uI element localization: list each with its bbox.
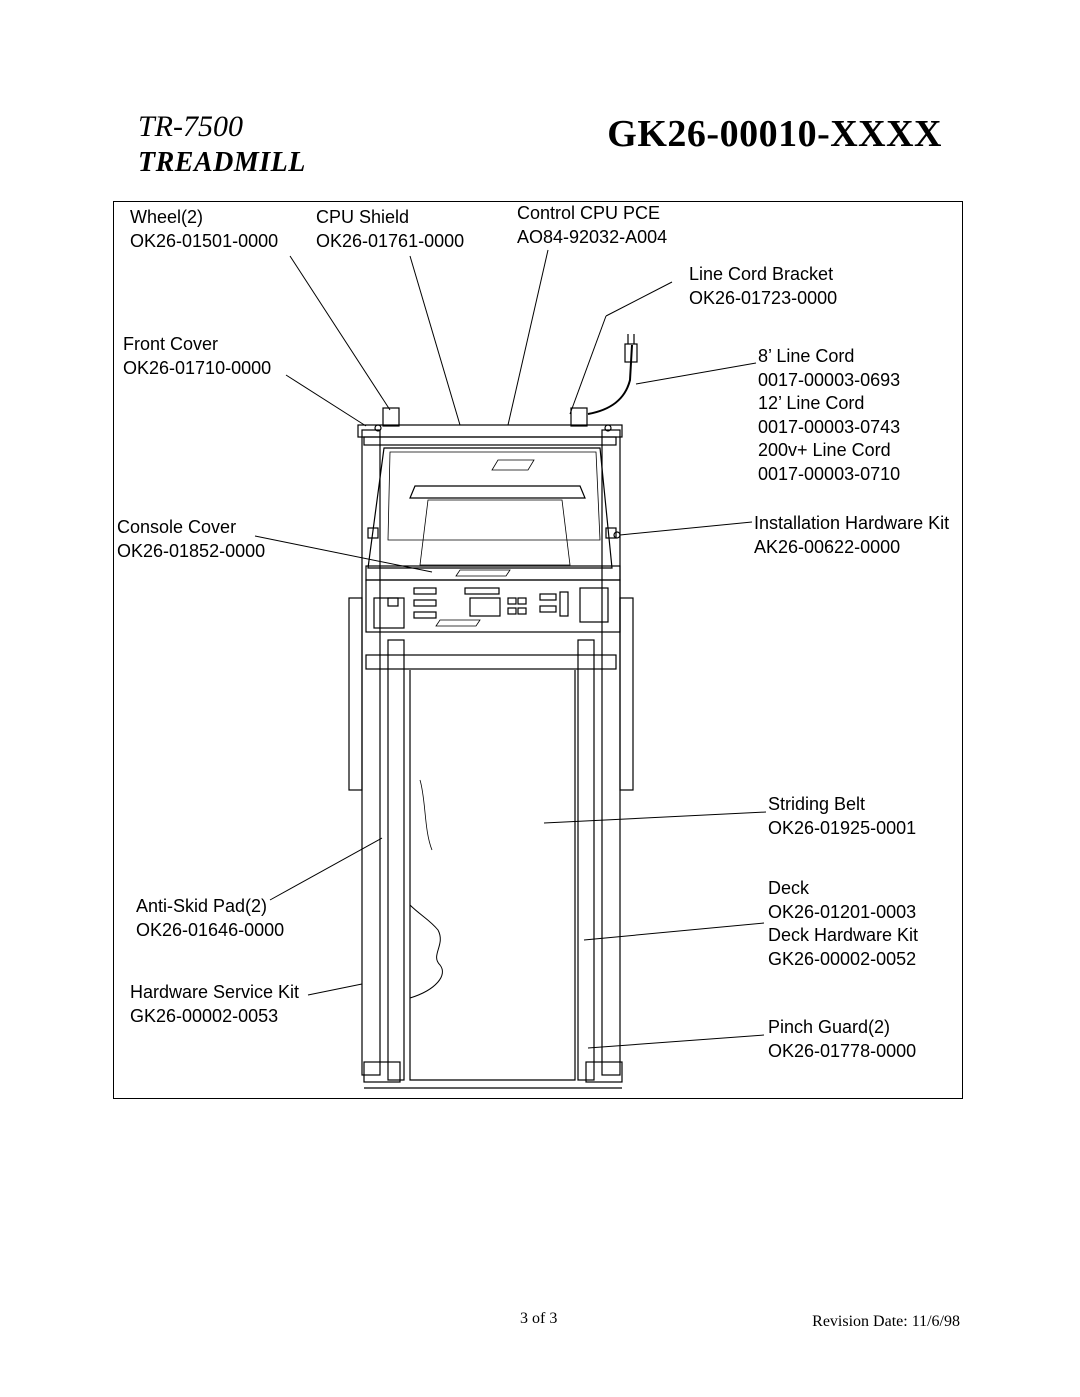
striding-belt-label: Striding Belt OK26-01925-0001 [768,794,917,838]
leader-lines [254,249,767,1049]
side-frames [348,429,634,1081]
console [365,565,621,633]
page-number: 3 of 3 [520,1310,558,1327]
motor-hood [357,407,623,569]
control-cpu-label: Control CPU PCE AO84-92032-A004 [517,203,668,247]
line-cord [587,334,638,415]
hardware-service-label: Hardware Service Kit GK26-00002-0053 [130,982,300,1026]
product-title: TREADMILL [138,147,306,178]
installation-kit-label: Installation Hardware Kit AK26-00622-000… [754,513,950,557]
anti-skid-label: Anti-Skid Pad(2) OK26-01646-0000 [136,896,285,940]
deck-label: Deck OK26-01201-0003 Deck Hardware Kit G… [768,878,919,969]
diagram-frame [113,201,963,1099]
wheel-label: Wheel(2) OK26-01501-0000 [130,207,279,251]
front-cover-label: Front Cover OK26-01710-0000 [123,334,272,378]
line-cord-label: 8’ Line Cord 0017-00003-0693 12’ Line Co… [758,346,901,484]
striding-belt-shape [363,670,623,1089]
revision-date: Revision Date: 11/6/98 [812,1313,960,1330]
cpu-shield-label: CPU Shield OK26-01761-0000 [316,207,465,251]
model-title: TR-7500 [138,110,243,143]
console-cover-label: Console Cover OK26-01852-0000 [117,517,266,561]
handle-bar [365,654,617,670]
pinch-guard-label: Pinch Guard(2) OK26-01778-0000 [768,1017,917,1061]
assembly-part-number: GK26-00010-XXXX [607,113,942,155]
line-cord-bracket-label: Line Cord Bracket OK26-01723-0000 [689,264,838,308]
